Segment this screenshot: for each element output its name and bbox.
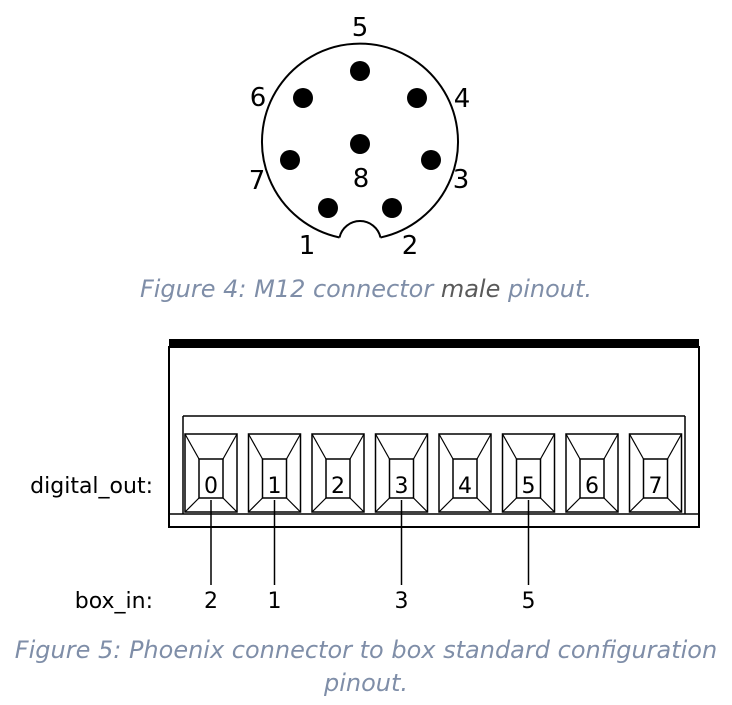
- connector-body: [168, 346, 700, 528]
- caption-line-2: pinout.: [323, 669, 409, 697]
- terminal-label-5: 5: [522, 474, 536, 499]
- pin-8-dot: [350, 134, 370, 154]
- pin-label-7: 7: [249, 166, 266, 196]
- pin-2-dot: [382, 198, 402, 218]
- figure4-caption: Figure 4: M12 connector male pinout.: [0, 273, 732, 306]
- terminal-7: 7: [628, 433, 683, 513]
- terminal-bevel: [184, 433, 200, 460]
- box-in-label: box_in:: [75, 589, 153, 614]
- phoenix-connector: [168, 339, 700, 528]
- m12-connector: [261, 42, 459, 239]
- terminal-bevel: [438, 433, 454, 460]
- terminal-frame: [438, 433, 492, 513]
- terminal-bevel: [603, 433, 619, 460]
- terminal-bevel: [375, 497, 390, 513]
- terminal-2: 2: [311, 433, 365, 513]
- terminal-bevel: [565, 433, 581, 460]
- terminal-window: [452, 458, 478, 499]
- terminal-bevel: [222, 497, 238, 513]
- terminal-bevel: [476, 433, 492, 460]
- pin-label-5: 5: [352, 13, 369, 43]
- terminal-label-7: 7: [649, 474, 663, 499]
- box-in-value-3: 3: [395, 589, 409, 614]
- terminal-bevel: [311, 433, 327, 460]
- terminal-window: [198, 458, 224, 499]
- terminal-bevel: [222, 433, 238, 460]
- terminal-bevel: [286, 497, 301, 513]
- digital-out-label: digital_out:: [30, 474, 153, 499]
- terminal-bevel: [629, 497, 644, 513]
- caption-text-end: pinout.: [500, 275, 593, 303]
- box-in-value-5: 5: [522, 589, 536, 614]
- terminal-label-0: 0: [204, 474, 218, 499]
- pin-label-4: 4: [454, 84, 471, 114]
- terminal-window: [579, 458, 605, 499]
- terminal-label-2: 2: [331, 474, 345, 499]
- terminal-bevel: [248, 497, 263, 513]
- terminal-bevel: [374, 433, 391, 460]
- terminal-window: [642, 458, 669, 499]
- figure5-caption: Figure 5: Phoenix connector to box stand…: [0, 634, 732, 700]
- wire-lines: 2 1 3 5: [204, 500, 536, 614]
- pin-1-dot: [318, 198, 338, 218]
- terminal-label-6: 6: [585, 474, 599, 499]
- terminal-bevel: [285, 433, 302, 460]
- pin-label-6: 6: [250, 83, 267, 113]
- terminal-window: [515, 458, 542, 499]
- terminal-bevel: [247, 433, 264, 460]
- pin-4-dot: [407, 88, 427, 108]
- terminal-bevel: [184, 497, 200, 513]
- terminal-bevel: [540, 497, 555, 513]
- caption-line-1: Figure 5: Phoenix connector to box stand…: [14, 636, 718, 664]
- terminal-bevel: [666, 433, 683, 460]
- pin-label-2: 2: [402, 231, 419, 261]
- connector-key-notch: [338, 220, 382, 238]
- terminal-label-1: 1: [268, 474, 282, 499]
- terminal-bevel: [349, 433, 365, 460]
- connector-outline: [261, 42, 459, 239]
- terminal-frame: [565, 433, 619, 513]
- terminal-bevel: [539, 433, 556, 460]
- terminal-bevel: [349, 497, 365, 513]
- m12-pin-dots: [280, 61, 441, 218]
- caption-text: Figure 4: M12 connector: [139, 275, 441, 303]
- terminal-bevel: [476, 497, 492, 513]
- terminal-bevel: [311, 497, 327, 513]
- terminal-label-3: 3: [395, 474, 409, 499]
- terminal-label-4: 4: [458, 474, 472, 499]
- pin-3-dot: [421, 150, 441, 170]
- terminal-frame: [628, 433, 683, 513]
- terminal-frame: [311, 433, 365, 513]
- box-in-value-1: 1: [268, 589, 282, 614]
- terminal-5: 5: [501, 433, 556, 513]
- terminal-bevel: [438, 497, 454, 513]
- terminal-bevel: [603, 497, 619, 513]
- terminal-row: 0 1 2 3 4 5 6 7: [184, 433, 683, 513]
- pin-label-3: 3: [453, 165, 470, 195]
- terminal-window: [261, 458, 288, 499]
- pin-7-dot: [280, 150, 300, 170]
- terminal-bevel: [628, 433, 645, 460]
- caption-emphasis: male: [440, 275, 501, 303]
- terminal-bevel: [565, 497, 581, 513]
- m12-pin-labels: 5 4 3 2 1 7 6 8: [249, 13, 471, 261]
- terminal-6: 6: [565, 433, 619, 513]
- pin-5-dot: [350, 61, 370, 81]
- terminal-0: 0: [184, 433, 238, 513]
- pin-label-8: 8: [353, 164, 370, 194]
- terminal-bevel: [413, 497, 428, 513]
- terminal-window: [388, 458, 415, 499]
- terminal-4: 4: [438, 433, 492, 513]
- terminal-bevel: [501, 433, 518, 460]
- terminal-bevel: [412, 433, 429, 460]
- box-in-value-2: 2: [204, 589, 218, 614]
- terminal-window: [325, 458, 351, 499]
- terminal-bevel: [667, 497, 682, 513]
- connector-top-bar: [169, 339, 699, 347]
- terminal-bevel: [502, 497, 517, 513]
- pin-label-1: 1: [299, 231, 316, 261]
- pin-6-dot: [293, 88, 313, 108]
